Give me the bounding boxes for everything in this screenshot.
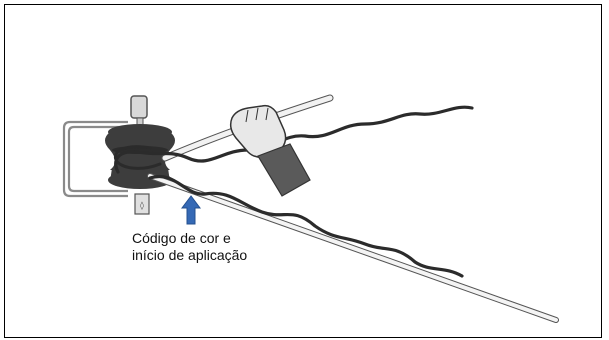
helical-rod-lower xyxy=(148,174,464,278)
clevis-bracket xyxy=(62,120,128,198)
svg-text:◊: ◊ xyxy=(140,201,144,210)
tail-wire xyxy=(147,173,559,323)
glove-sleeve xyxy=(257,143,311,197)
up-arrow-icon xyxy=(181,195,201,225)
helical-rod-loop xyxy=(113,145,162,170)
caption-line-2: início de aplicação xyxy=(132,247,248,263)
color-code-caption: Código de cor e início de aplicação xyxy=(132,230,247,264)
bottom-nut: ◊ xyxy=(134,193,150,215)
caption-line-1: Código de cor e xyxy=(132,230,231,246)
gloved-hand-icon xyxy=(229,104,311,197)
